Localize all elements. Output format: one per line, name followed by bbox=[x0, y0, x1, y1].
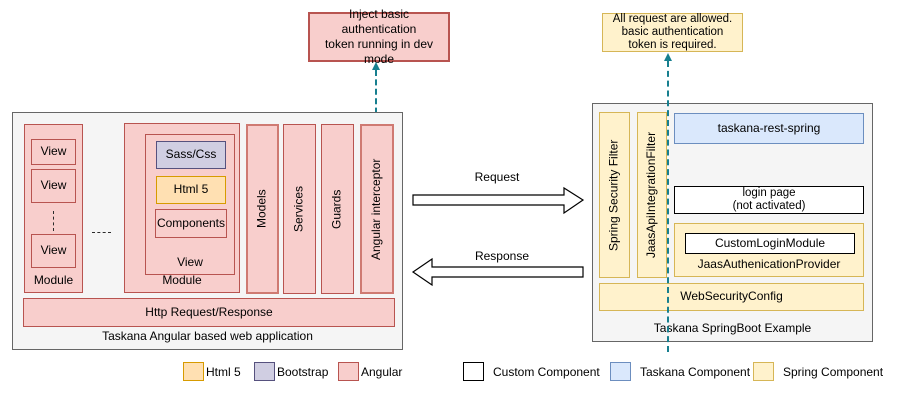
custom-component-swatch-icon bbox=[463, 362, 484, 381]
jaas-api-integration-filter-box: JaasApiIntegrationFilter bbox=[637, 112, 667, 278]
legend-label-html5: Html 5 bbox=[206, 364, 241, 379]
html5-box: Html 5 bbox=[156, 176, 226, 204]
auth-note-connector bbox=[667, 61, 669, 352]
bootstrap-swatch-icon bbox=[254, 362, 275, 381]
legend-label-custom-component: Custom Component bbox=[493, 364, 600, 379]
view-box-3: View bbox=[31, 234, 76, 268]
taskana-component-swatch-icon bbox=[610, 362, 631, 381]
auth-note-arrowhead-icon bbox=[664, 53, 672, 61]
taskana-rest-spring-box: taskana-rest-spring bbox=[674, 113, 864, 144]
legend-item-bootstrap: Bootstrap bbox=[254, 362, 328, 381]
components-box: Components bbox=[155, 209, 227, 238]
legend-item-taskana-component: Taskana Component bbox=[610, 362, 750, 381]
view-frame-label: View bbox=[177, 255, 203, 270]
dev-note-arrowhead-icon bbox=[372, 62, 380, 70]
legend-item-html5: Html 5 bbox=[183, 362, 241, 381]
http-request-response-bar: Http Request/Response bbox=[23, 298, 395, 327]
jaas-authentication-provider-label: JaasAuthenicationProvider bbox=[697, 257, 841, 272]
auth-note: All request are allowed. basic authentic… bbox=[602, 13, 743, 52]
angular-app-container: View View View Module Sass/Css Html 5 Co… bbox=[12, 112, 403, 350]
legend-item-angular: Angular bbox=[338, 362, 402, 381]
legend-label-spring-component: Spring Component bbox=[783, 364, 884, 379]
springboot-title: Taskana SpringBoot Example bbox=[653, 321, 812, 336]
legend-item-custom-component: Custom Component bbox=[463, 362, 600, 381]
response-arrow bbox=[411, 257, 584, 287]
request-arrow bbox=[412, 186, 585, 215]
dev-note-connector bbox=[375, 70, 377, 123]
legend-item-spring-component: Spring Component bbox=[753, 362, 883, 381]
springboot-container: Spring Security Filter JaasApiIntegratio… bbox=[592, 103, 873, 342]
spring-component-swatch-icon bbox=[753, 362, 774, 381]
module-left-label: Module bbox=[33, 273, 74, 288]
response-label: Response bbox=[474, 249, 530, 263]
module-right-box: Sass/Css Html 5 Components View Module bbox=[124, 123, 240, 293]
custom-login-module-box: CustomLoginModule bbox=[685, 233, 855, 254]
html5-swatch-icon bbox=[183, 362, 204, 381]
module-right-label: Module bbox=[162, 273, 202, 288]
legend-label-bootstrap: Bootstrap bbox=[277, 364, 329, 379]
vertical-ellipsis-icon bbox=[53, 211, 54, 231]
horizontal-ellipsis-icon bbox=[92, 232, 111, 233]
view-frame-box: Sass/Css Html 5 Components View bbox=[145, 134, 235, 275]
sass-css-box: Sass/Css bbox=[156, 141, 226, 169]
legend-label-angular: Angular bbox=[361, 364, 403, 379]
module-left-box: View View View Module bbox=[24, 124, 83, 293]
login-page-box: login page (not activated) bbox=[674, 186, 864, 214]
web-security-config-box: WebSecurityConfig bbox=[599, 283, 864, 311]
view-box-2: View bbox=[31, 169, 76, 203]
request-label: Request bbox=[474, 170, 520, 184]
angular-swatch-icon bbox=[338, 362, 359, 381]
jaas-authentication-provider-box: CustomLoginModule JaasAuthenicationProvi… bbox=[674, 223, 864, 277]
angular-app-title: Taskana Angular based web application bbox=[102, 329, 313, 344]
legend-label-taskana-component: Taskana Component bbox=[640, 364, 751, 379]
spring-security-filter-box: Spring Security Filter bbox=[599, 112, 630, 278]
view-box-1: View bbox=[31, 139, 76, 165]
